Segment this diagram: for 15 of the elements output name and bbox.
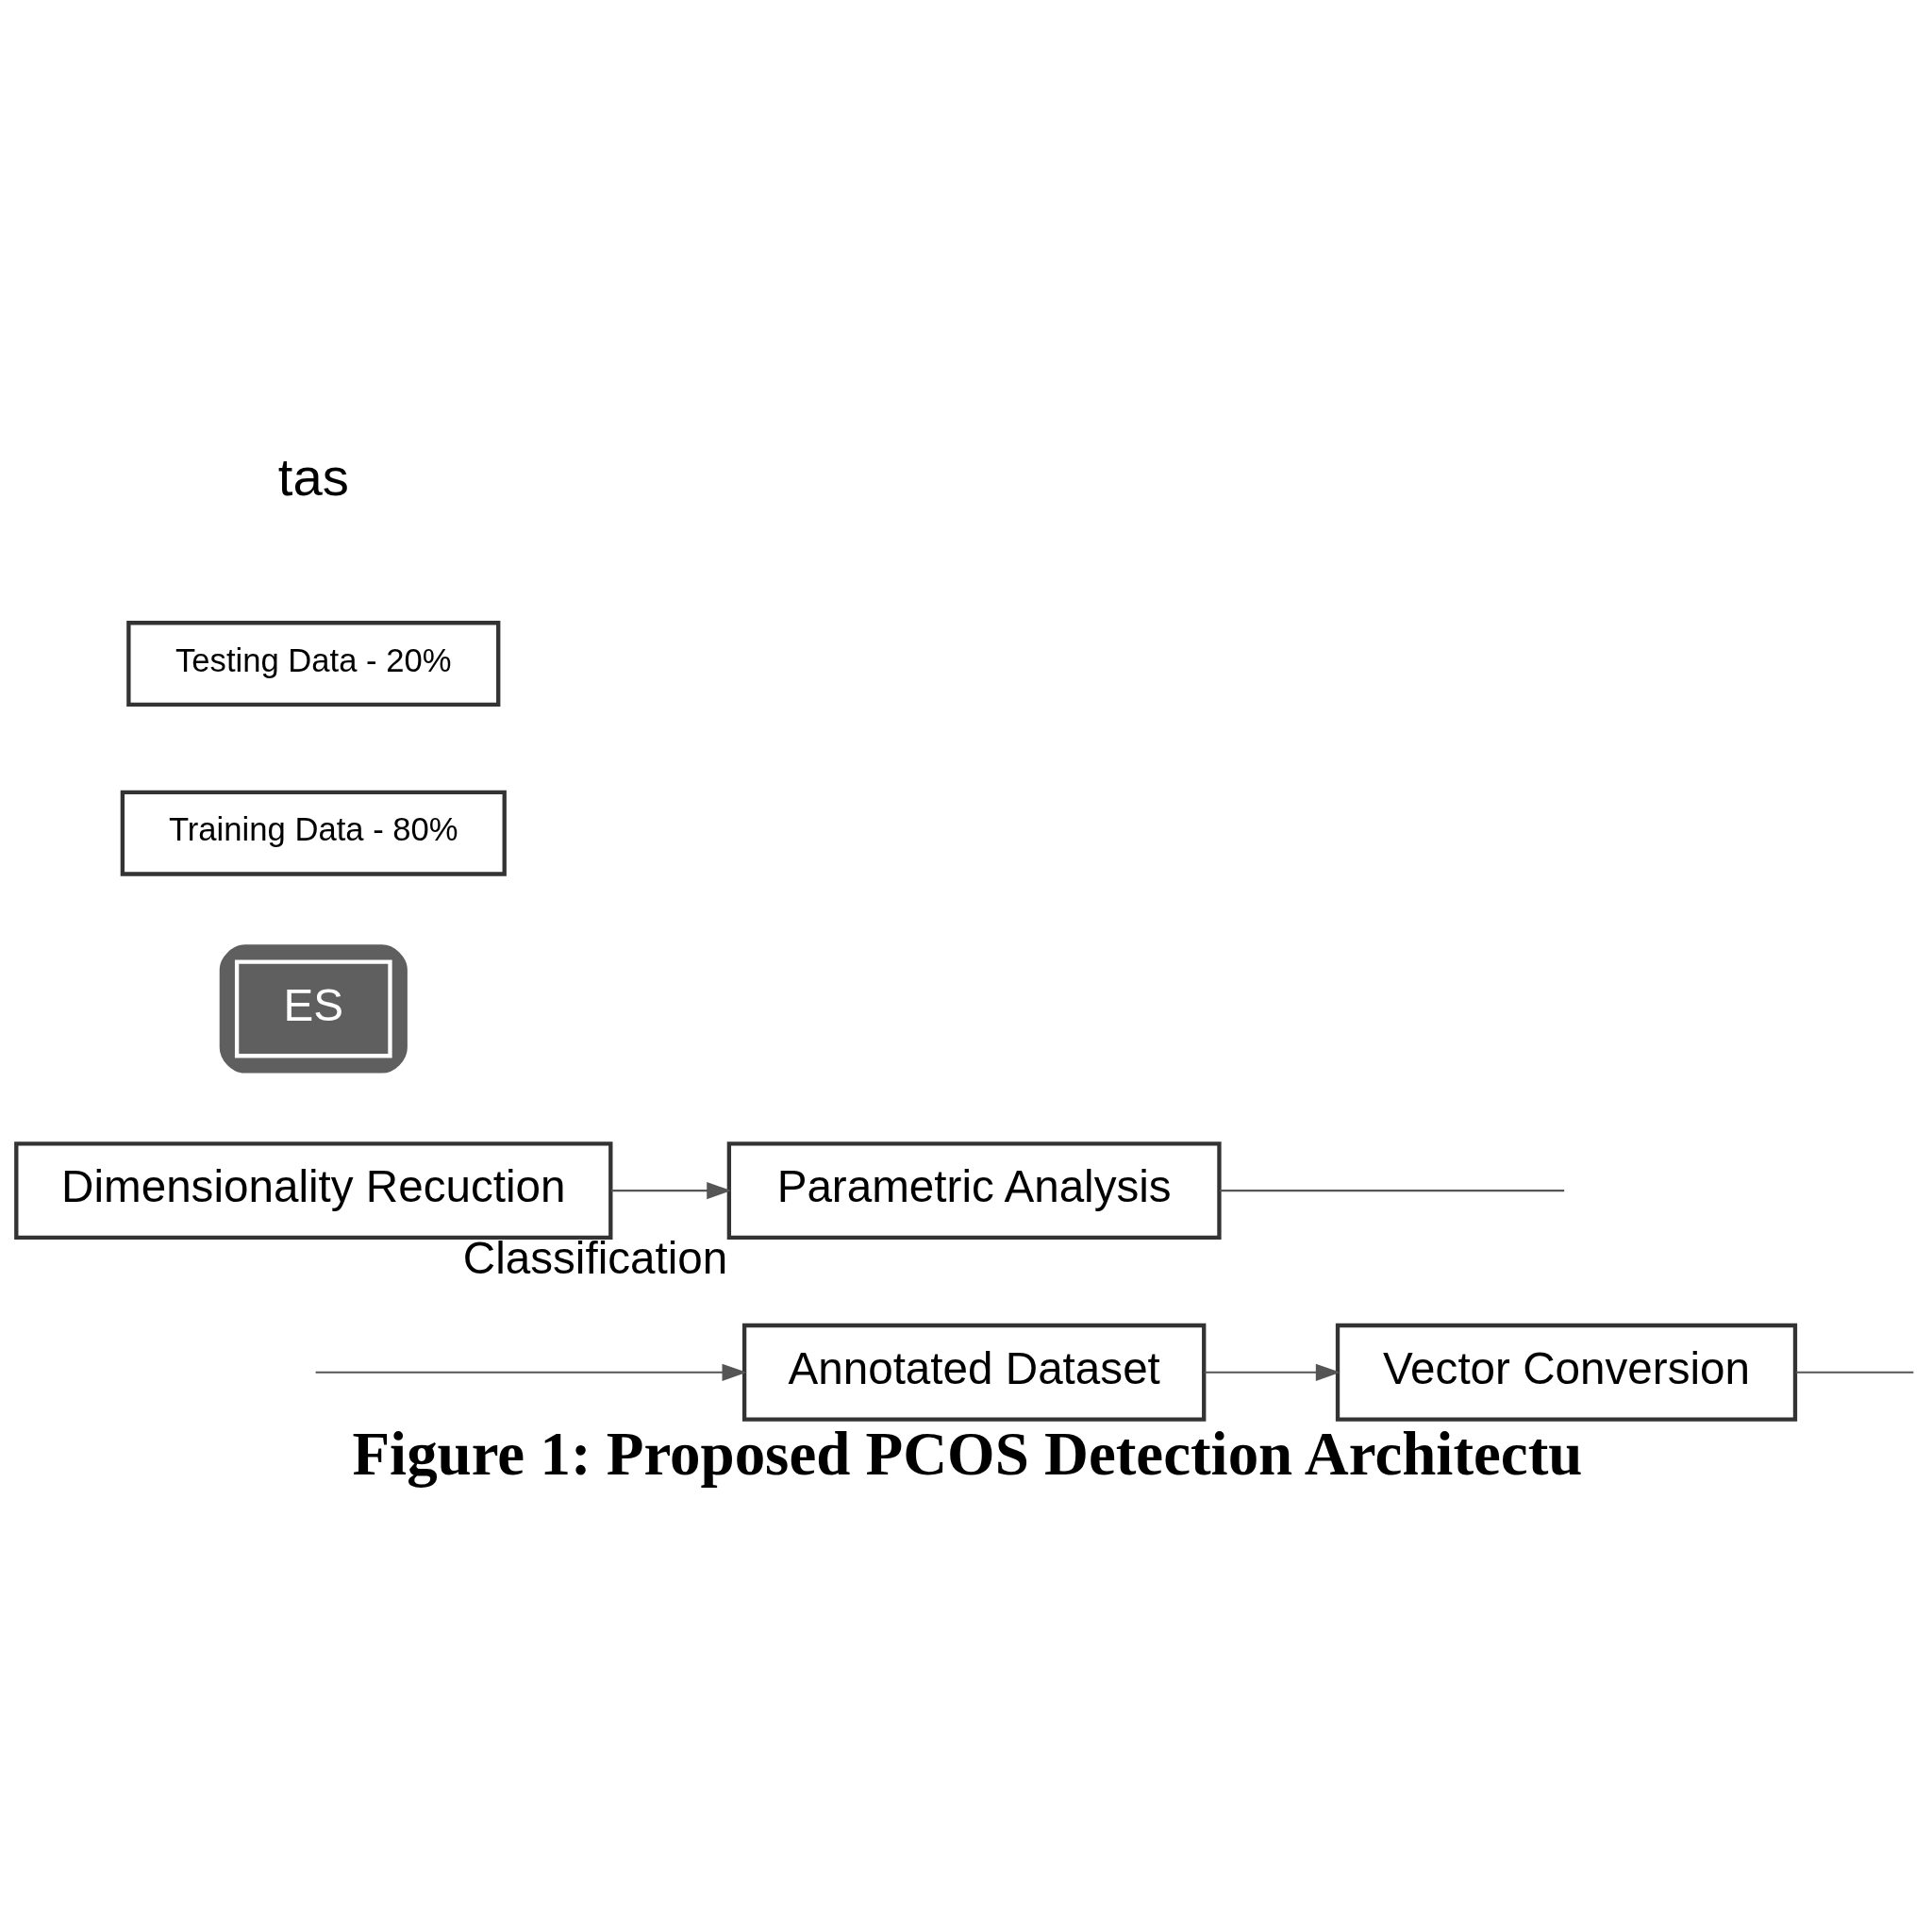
node-box: Dimensionality Recuction	[14, 1141, 613, 1240]
node-box: Testing Data - 20%	[126, 620, 501, 707]
node-box: Annotated Dataset	[741, 1323, 1207, 1422]
node-box: Parametric Analysis	[726, 1141, 1222, 1240]
connector	[1795, 1371, 1914, 1374]
node-box: Vector Conversion	[1335, 1323, 1798, 1422]
cluster	[219, 943, 408, 1074]
arrow	[610, 1181, 732, 1199]
arrow	[315, 1363, 747, 1381]
connector	[1219, 1189, 1565, 1191]
node-box: ES	[234, 958, 392, 1058]
label: tas	[277, 446, 349, 507]
node-box: Training Data - 80%	[120, 790, 507, 876]
arrow	[1204, 1363, 1341, 1381]
caption: Figure 1: Proposed PCOS Detection Architectu	[352, 1419, 1583, 1488]
